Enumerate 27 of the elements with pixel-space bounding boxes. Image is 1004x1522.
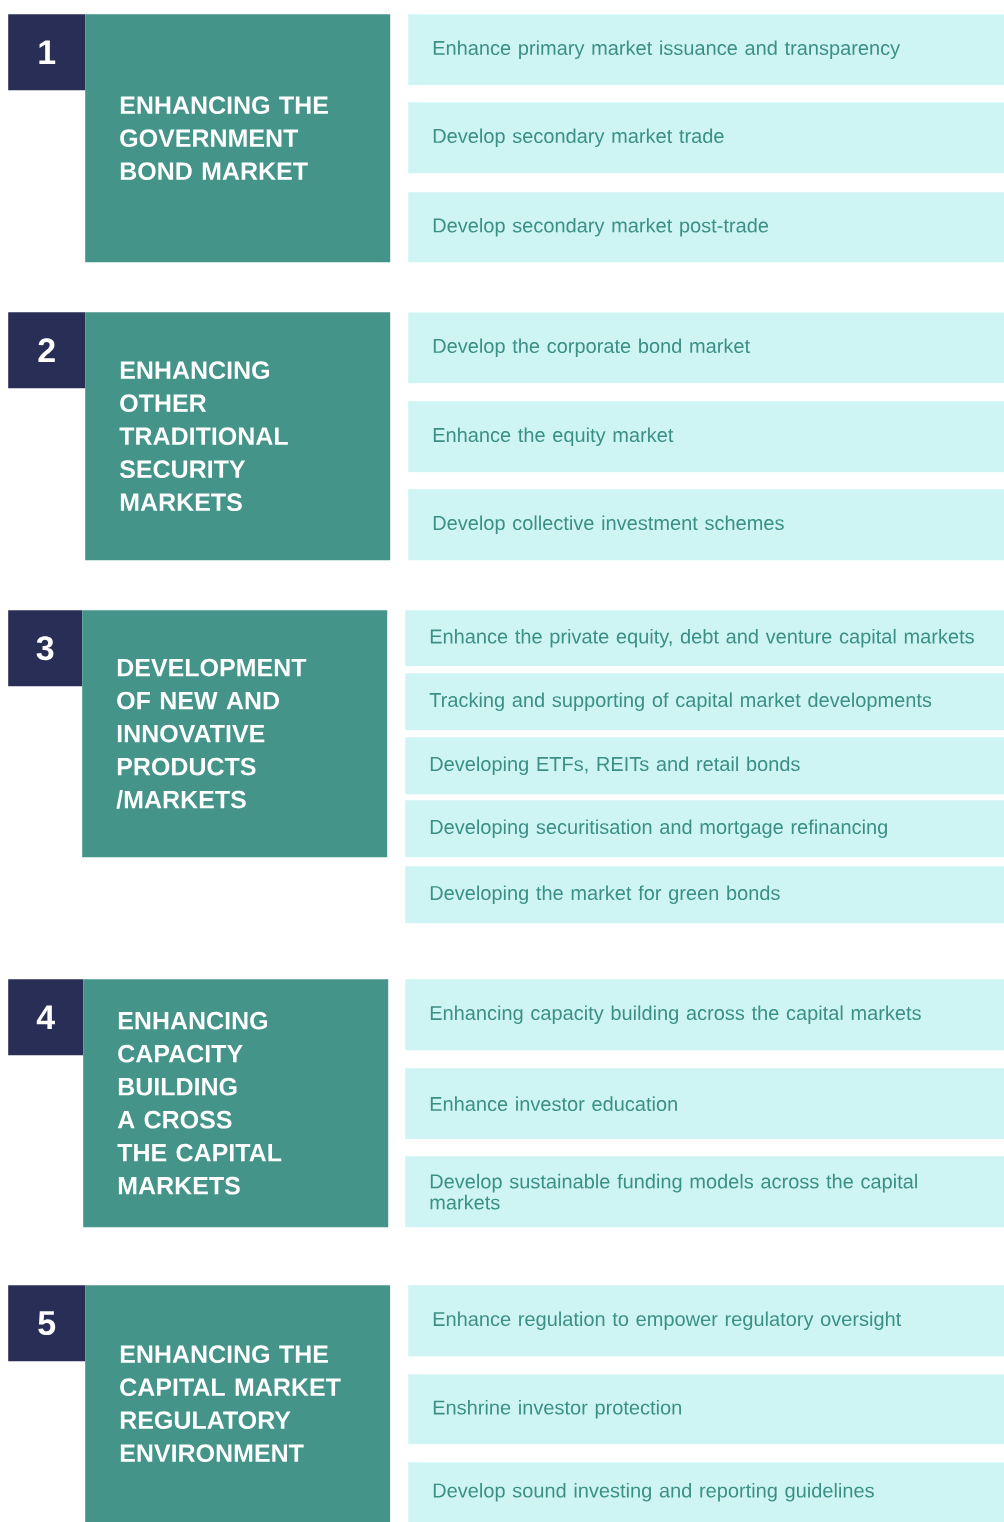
item-box: Develop sustainable funding models across the capital markets: [405, 1156, 1004, 1228]
item-box: Enhancing capacity building across the capital markets: [405, 979, 1004, 1051]
heading-box: DEVELOPMENT OF NEW AND INNOVATIVE PRODUCTS /MARKETS: [82, 610, 388, 858]
number-box: 2: [8, 312, 86, 389]
item-box: Developing securitisation and mortgage refinancing: [405, 800, 1004, 858]
number-box: 4: [8, 979, 84, 1056]
item-box: Develop collective investment schemes: [408, 489, 1004, 561]
item-box: Developing ETFs, REITs and retail bonds: [405, 737, 1004, 795]
heading-box: ENHANCING THE CAPITAL MARKET REGULATORY ENVIRONMENT: [85, 1285, 391, 1522]
item-box: Developing the market for green bonds: [405, 866, 1004, 924]
item-box: Develop secondary market post-trade: [408, 192, 1004, 263]
heading-box: ENHANCING OTHER TRADITIONAL SECURITY MARKETS: [85, 312, 391, 561]
item-box: Develop secondary market trade: [408, 102, 1004, 174]
item-box: Enhance primary market issuance and transparency: [408, 14, 1004, 86]
item-box: Develop the corporate bond market: [408, 312, 1004, 384]
item-box: Enhance the equity market: [408, 401, 1004, 473]
item-box: Tracking and supporting of capital market developments: [405, 673, 1004, 731]
item-box: Enhance investor education: [405, 1068, 1004, 1140]
item-box: Enhance regulation to empower regulatory oversight: [408, 1285, 1004, 1357]
number-box: 1: [8, 14, 86, 91]
heading-box: ENHANCING THE GOVERNMENT BOND MARKET: [85, 14, 391, 263]
number-box: 3: [8, 610, 83, 687]
item-box: Develop sound investing and reporting guidelines: [408, 1462, 1004, 1522]
item-box: Enshrine investor protection: [408, 1374, 1004, 1445]
number-box: 5: [8, 1285, 86, 1362]
item-box: Enhance the private equity, debt and venture capital markets: [405, 610, 1004, 667]
heading-box: ENHANCING CAPACITY BUILDING A CROSS THE CAPITAL MARKETS: [83, 979, 389, 1228]
